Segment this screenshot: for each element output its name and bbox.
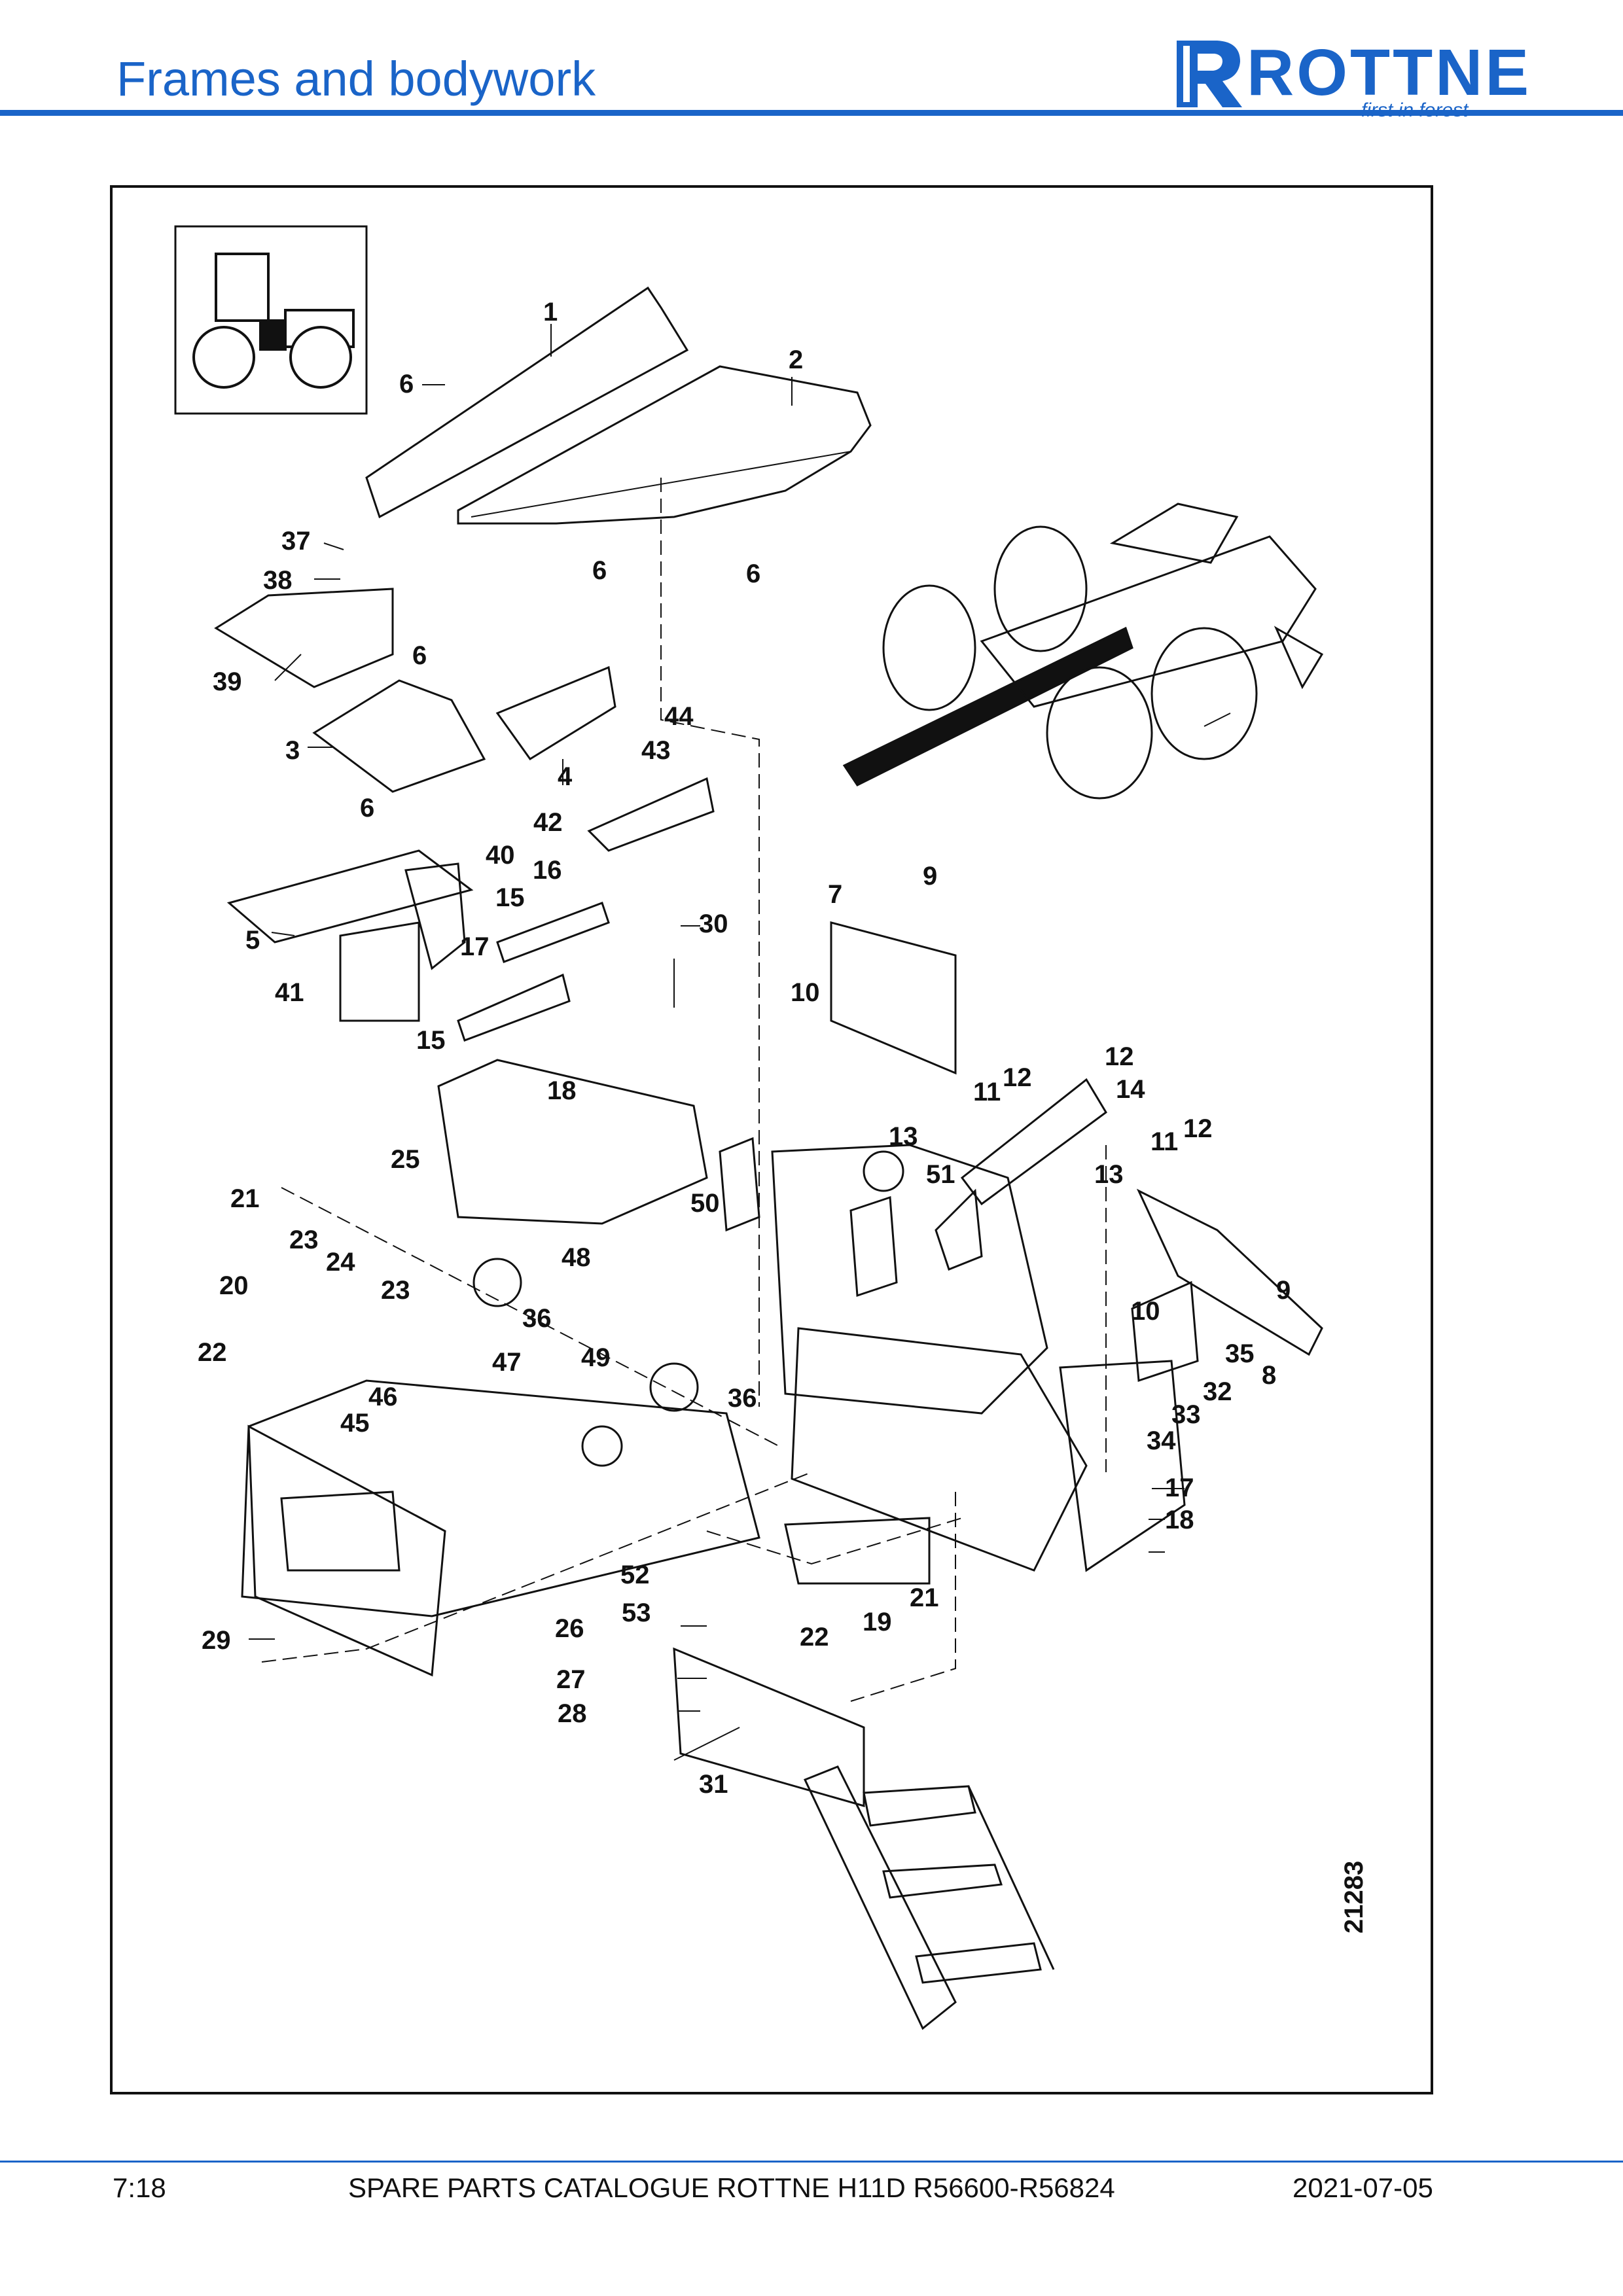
callout-13a: 13	[889, 1122, 918, 1151]
drawing-frame	[110, 185, 1433, 2094]
callout-23a: 23	[289, 1226, 319, 1254]
callout-51: 51	[926, 1160, 955, 1189]
logo-wordmark: ROTTNE	[1247, 36, 1532, 109]
header-rule	[0, 110, 1623, 116]
callout-3: 3	[285, 736, 300, 765]
callout-37: 37	[281, 527, 311, 556]
callout-17a: 17	[460, 932, 490, 961]
callout-6d: 6	[412, 641, 427, 670]
callout-46: 46	[368, 1383, 398, 1411]
callout-30: 30	[699, 910, 728, 938]
callout-49: 49	[581, 1343, 611, 1372]
callout-7: 7	[828, 880, 842, 909]
leader-lines	[249, 324, 1231, 1761]
rottne-r-emblem-icon	[1177, 41, 1242, 107]
callout-9b: 9	[1276, 1276, 1291, 1305]
callout-40: 40	[486, 841, 515, 870]
main-frame	[241, 1059, 1186, 1677]
callout-29: 29	[202, 1626, 231, 1655]
callout-17b: 17	[1165, 1474, 1194, 1502]
footer-date: 2021-07-05	[1293, 2172, 1433, 2203]
callout-33: 33	[1171, 1400, 1201, 1429]
callout-14: 14	[1116, 1075, 1145, 1104]
callout-31: 31	[699, 1770, 728, 1799]
callout-42: 42	[533, 808, 563, 837]
side-shields	[214, 588, 616, 1022]
callout-23b: 23	[381, 1276, 410, 1305]
callout-39: 39	[213, 667, 242, 696]
callout-47: 47	[492, 1348, 522, 1377]
callout-36a: 36	[522, 1304, 552, 1333]
step-ladder	[673, 1647, 1055, 2030]
callout-38: 38	[263, 566, 293, 595]
callout-10b: 10	[1131, 1297, 1160, 1326]
callout-44: 44	[664, 702, 694, 731]
callout-25: 25	[391, 1145, 420, 1174]
callout-11b: 11	[1150, 1127, 1178, 1156]
top-cover-plates	[365, 286, 872, 525]
callout-12a: 12	[1003, 1063, 1032, 1092]
callout-28: 28	[558, 1699, 587, 1728]
callout-26: 26	[555, 1614, 584, 1643]
callout-34: 34	[1147, 1426, 1176, 1455]
brackets-and-plates	[457, 777, 1323, 1383]
callout-18a: 18	[547, 1076, 577, 1105]
callout-21a: 21	[230, 1184, 260, 1213]
machine-overview-illustration	[842, 503, 1324, 800]
callout-9a: 9	[923, 862, 937, 891]
machine-locator-icon	[174, 225, 368, 415]
figure-number: 21283	[1340, 1861, 1368, 1934]
callout-4: 4	[558, 762, 573, 791]
dashed-reference-lines	[261, 478, 1107, 1702]
callout-22a: 22	[198, 1338, 227, 1367]
callout-48: 48	[562, 1243, 591, 1272]
callout-36b: 36	[728, 1384, 757, 1413]
callout-24: 24	[326, 1248, 355, 1277]
callout-15a: 15	[495, 883, 525, 912]
callout-18b: 18	[1165, 1506, 1194, 1534]
callout-labels: 1 2 3 4 5 6 6 6 6 6 7 8 9 9 10 10 11 11 …	[198, 298, 1291, 1799]
callout-10a: 10	[791, 978, 820, 1007]
callout-16: 16	[533, 856, 562, 885]
callout-6c: 6	[746, 559, 760, 588]
callout-27: 27	[556, 1665, 586, 1694]
callout-12c: 12	[1183, 1114, 1213, 1143]
callout-6a: 6	[399, 370, 414, 398]
callout-32: 32	[1203, 1377, 1232, 1406]
callout-1: 1	[543, 298, 558, 327]
page-title: Frames and bodywork	[116, 52, 596, 106]
callout-19: 19	[863, 1608, 892, 1636]
callout-5: 5	[245, 926, 260, 955]
footer-rule	[0, 2161, 1623, 2163]
callout-21b: 21	[910, 1583, 939, 1612]
callout-41: 41	[275, 978, 304, 1007]
callout-12b: 12	[1105, 1042, 1134, 1071]
callout-11a: 11	[973, 1078, 1001, 1106]
callout-53: 53	[622, 1598, 651, 1627]
callout-6e: 6	[360, 794, 374, 822]
callout-35: 35	[1225, 1339, 1255, 1368]
callout-8: 8	[1262, 1361, 1276, 1390]
callout-22b: 22	[800, 1623, 829, 1651]
callout-2: 2	[789, 345, 803, 374]
callout-20: 20	[219, 1271, 249, 1300]
callout-15b: 15	[416, 1026, 446, 1055]
callout-50: 50	[690, 1189, 720, 1218]
callout-13b: 13	[1094, 1160, 1124, 1189]
footer-catalogue-title: SPARE PARTS CATALOGUE ROTTNE H11D R56600…	[348, 2172, 1115, 2203]
callout-45: 45	[340, 1409, 370, 1438]
callout-52: 52	[620, 1561, 650, 1589]
footer-page-number: 7:18	[113, 2172, 166, 2203]
callout-43: 43	[641, 736, 671, 765]
callout-6b: 6	[592, 556, 607, 585]
